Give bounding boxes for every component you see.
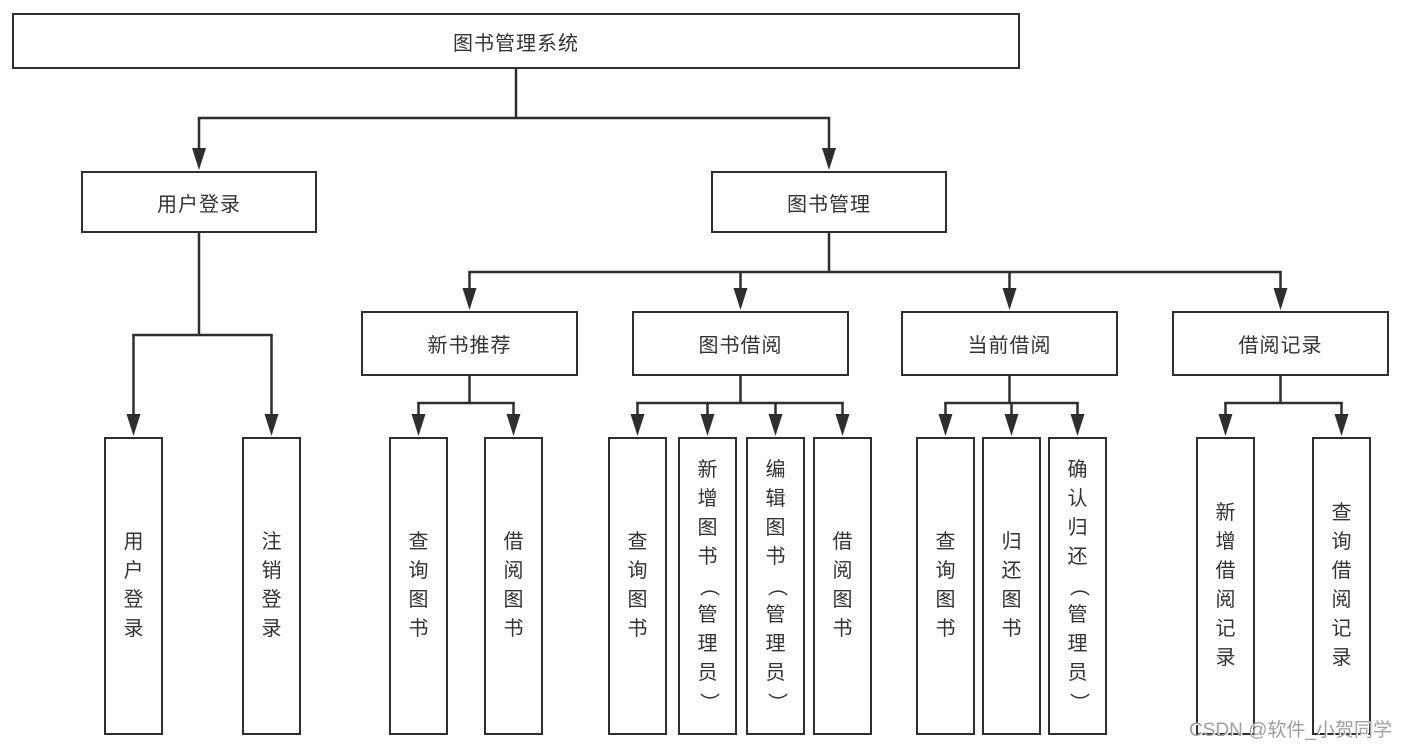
leaf-borrow-book: 借阅图书	[813, 437, 872, 735]
node-label: 归还图书	[1001, 531, 1022, 640]
node-label: 查询图书	[935, 531, 956, 640]
node-label: 新书推荐	[427, 335, 512, 357]
node-library-management-system: 图书管理系统	[12, 13, 1020, 69]
node-label: 查询图书	[408, 531, 429, 640]
node-label: 图书借阅	[698, 335, 783, 357]
node-label: 注销登录	[261, 531, 282, 640]
node-book-borrow: 图书借阅	[632, 311, 849, 376]
node-label: 图书管理系统	[453, 32, 579, 55]
leaf-edit-book-admin: 编辑图书（管理员）	[746, 437, 805, 735]
node-label: 借阅图书	[832, 531, 853, 640]
node-label: 确认归还（管理员）	[1067, 458, 1089, 713]
node-label: 编辑图书（管理员）	[765, 458, 787, 713]
node-label: 借阅图书	[503, 531, 524, 640]
node-label: 借阅记录	[1238, 335, 1323, 357]
node-label: 图书管理	[787, 193, 871, 216]
node-user-login: 用户登录	[81, 171, 317, 233]
node-label: 用户登录	[157, 193, 241, 216]
leaf-query-borrow-record: 查询借阅记录	[1312, 437, 1371, 735]
leaf-confirm-return-admin: 确认归还（管理员）	[1048, 437, 1107, 735]
node-label: 当前借阅	[967, 335, 1052, 357]
leaf-add-book-admin: 新增图书（管理员）	[678, 437, 737, 735]
node-label: 查询图书	[627, 531, 648, 640]
leaf-return-book: 归还图书	[982, 437, 1041, 735]
node-current-borrow: 当前借阅	[901, 311, 1118, 376]
node-label: 用户登录	[123, 531, 144, 640]
csdn-watermark: CSDN @软件_小贺同学	[1189, 720, 1392, 741]
node-new-book-recommend: 新书推荐	[361, 311, 578, 376]
node-label: 新增图书（管理员）	[697, 458, 719, 713]
node-label: 新增借阅记录	[1215, 502, 1236, 669]
leaf-logout: 注销登录	[242, 437, 301, 735]
leaf-borrow-book-recommend: 借阅图书	[484, 437, 543, 735]
node-book-management: 图书管理	[711, 171, 947, 233]
leaf-query-book-recommend: 查询图书	[389, 437, 448, 735]
leaf-add-borrow-record: 新增借阅记录	[1196, 437, 1255, 735]
node-borrow-record: 借阅记录	[1172, 311, 1389, 376]
leaf-user-login: 用户登录	[104, 437, 163, 735]
node-label: 查询借阅记录	[1331, 502, 1352, 669]
leaf-query-book-borrow: 查询图书	[608, 437, 667, 735]
leaf-query-book-current: 查询图书	[916, 437, 975, 735]
